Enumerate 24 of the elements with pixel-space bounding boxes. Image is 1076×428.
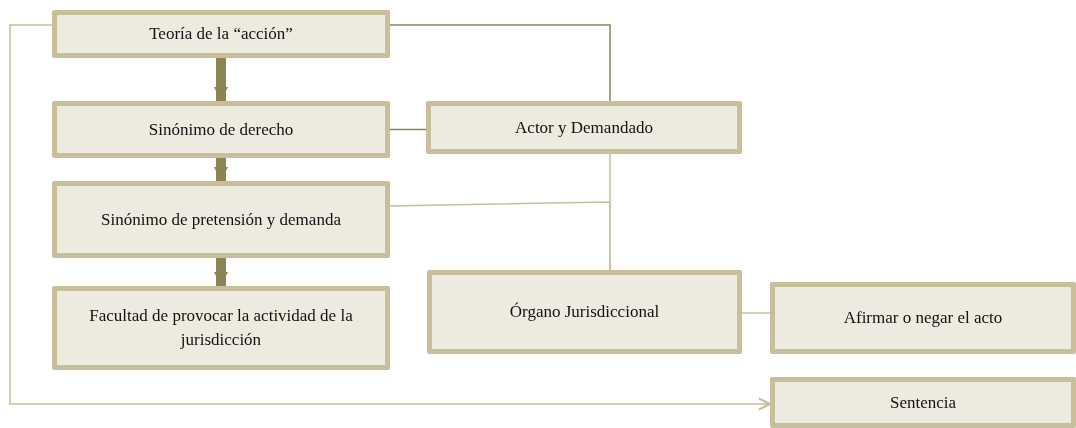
arrow [214,258,228,286]
connector-line [389,128,427,131]
box-label: Actor y Demandado [515,116,653,139]
process-box [52,10,390,58]
process-box [770,282,1076,354]
arrow [214,158,228,181]
process-box [770,377,1076,428]
process-box [427,270,742,354]
arrow [214,58,228,101]
process-box [52,286,390,370]
box-label: Órgano Jurisdiccional [509,301,660,324]
process-box [52,181,390,258]
connector-line [741,312,771,314]
connector-line [389,24,611,102]
box-label: Afirmar o negar el acto [843,307,1003,330]
box-label: Sinónimo de pretensión y demanda [101,208,341,231]
box-label: Sinónimo de derecho [148,118,294,141]
box-label: Sentencia [889,391,957,414]
box-label: Teoría de la “acción” [149,23,293,46]
process-box [52,101,390,158]
process-box [426,101,742,154]
connector-line [389,201,611,271]
box-label: Facultad de provocar la actividad de la jurisdicción [88,305,354,351]
arrow [9,24,772,411]
